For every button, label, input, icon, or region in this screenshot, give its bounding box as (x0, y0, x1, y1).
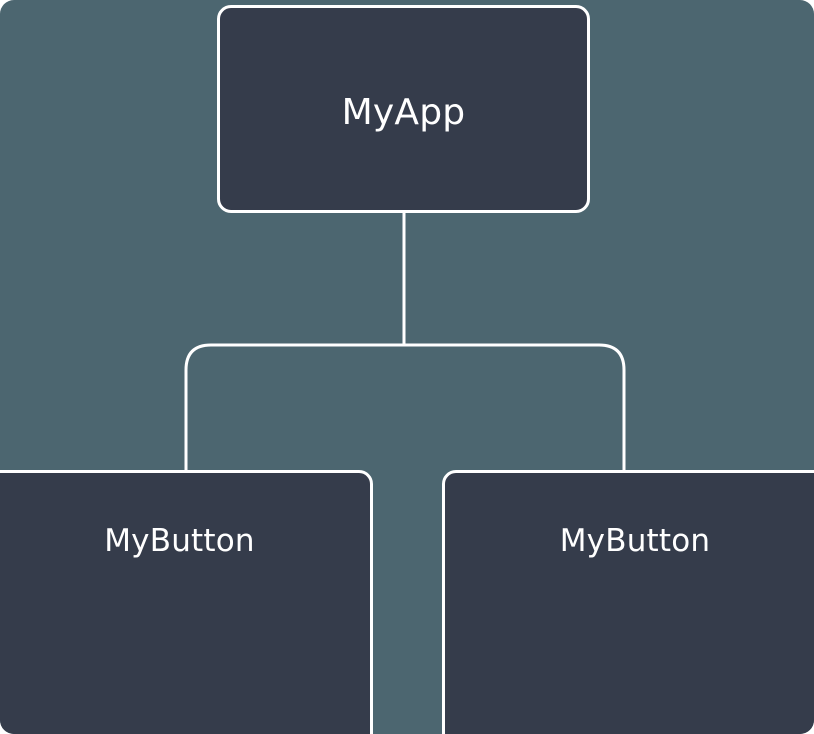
component-node-child-left-title: MyButton (104, 523, 255, 559)
component-node-child-right[interactable]: MyButton count 0 (442, 470, 814, 734)
component-node-child-right-title: MyButton (559, 523, 711, 559)
component-node-root-title: MyApp (341, 92, 466, 133)
connector-branch-right (404, 343, 626, 470)
connector-branch-left (184, 343, 404, 470)
component-node-root[interactable]: MyApp (217, 5, 590, 213)
component-node-child-left[interactable]: MyButton count 1 (0, 470, 373, 734)
